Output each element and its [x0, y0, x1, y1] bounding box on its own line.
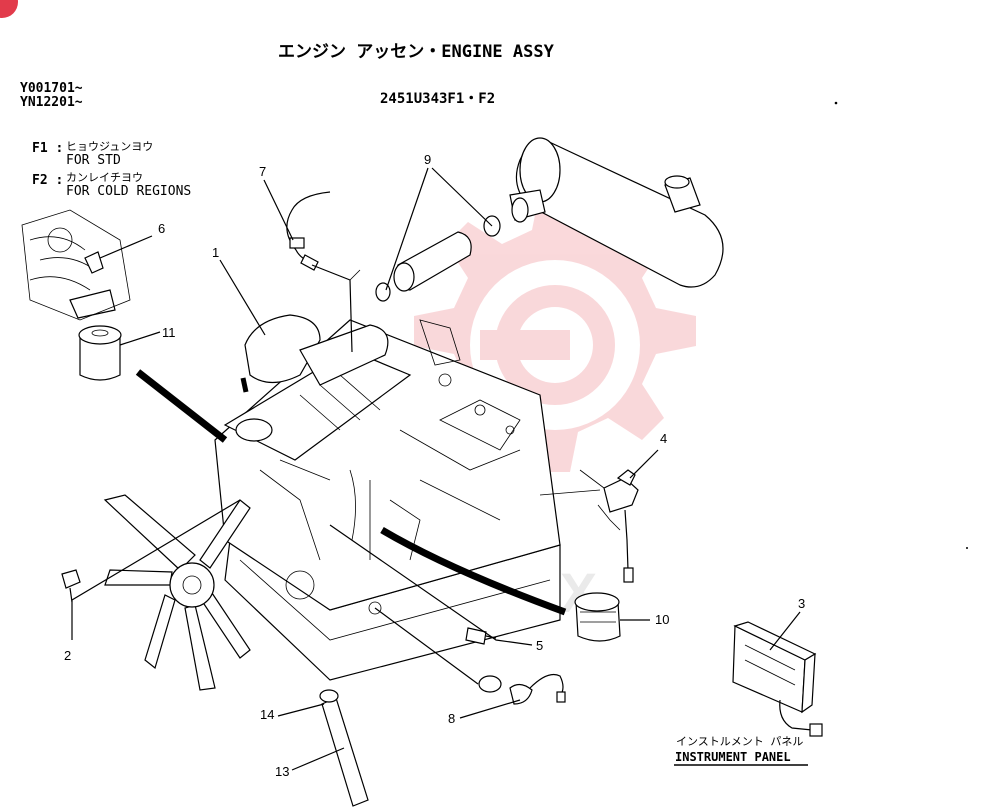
inset-oil-filter-area — [21, 209, 131, 321]
variant-f1-code: F1 : — [32, 141, 63, 156]
callout-2: 2 — [64, 648, 71, 663]
leader-line-1 — [219, 259, 266, 336]
variant-f1-en: FOR STD — [66, 153, 121, 168]
leader-line-9a — [385, 167, 429, 291]
exhaust-pipe-drawing — [375, 215, 501, 302]
callout-3: 3 — [798, 596, 805, 611]
callout-1: 1 — [212, 245, 219, 260]
variant-f2-en: FOR COLD REGIONS — [66, 184, 191, 199]
page-title: エンジン アッセン・ENGINE ASSY — [278, 42, 555, 62]
switch-5-drawing — [465, 627, 497, 645]
callout-13: 13 — [275, 764, 289, 779]
dipstick-drawing — [319, 689, 369, 807]
leader-line-2 — [71, 499, 241, 640]
callout-11: 11 — [162, 325, 176, 340]
callout-5: 5 — [536, 638, 543, 653]
variant-f1-jp: ヒョウジュンヨウ — [66, 140, 153, 153]
leader-line-11 — [119, 331, 161, 346]
callout-8: 8 — [448, 711, 455, 726]
variant-f2-jp: カンレイチヨウ — [66, 171, 143, 184]
serial-range-1: Y001701~ — [20, 81, 83, 96]
sensor-7-drawing — [286, 191, 331, 271]
instrument-panel-en: INSTRUMENT PANEL — [675, 750, 791, 764]
leader-line-4 — [629, 449, 659, 479]
leader-line-8 — [374, 607, 521, 719]
fuel-filter-10-drawing — [574, 592, 621, 642]
hose-lower — [380, 526, 567, 616]
leader-line-3 — [769, 611, 801, 651]
callout-7: 7 — [259, 164, 266, 179]
leader-line-misc — [349, 269, 605, 496]
bolt-2-drawing — [61, 569, 81, 603]
tube-left — [240, 377, 249, 393]
corner-badge — [0, 0, 18, 18]
leader-line-5 — [329, 524, 533, 646]
part-code: 2451U343F1・F2 — [380, 91, 495, 107]
scan-speck — [834, 101, 838, 105]
leader-line-13 — [291, 747, 345, 771]
muffler-drawing — [509, 137, 724, 288]
oil-filter-11-drawing — [78, 325, 122, 381]
instrument-panel-jp: インストルメント パネル — [676, 735, 803, 748]
leader-line-6 — [99, 235, 153, 259]
cooling-fan-drawing — [103, 494, 251, 691]
leader-line-9b — [431, 167, 493, 227]
scan-speck — [966, 547, 968, 549]
callout-10: 10 — [655, 612, 669, 627]
sensor-4-drawing — [597, 469, 639, 583]
callout-14: 14 — [260, 707, 274, 722]
variant-f2-code: F2 : — [32, 173, 63, 188]
callout-4: 4 — [660, 431, 667, 446]
sender-8-drawing — [478, 673, 566, 705]
hose-upper — [135, 369, 228, 443]
instrument-panel-3-drawing — [732, 621, 823, 737]
callout-6: 6 — [158, 221, 165, 236]
leader-line-14 — [277, 703, 325, 717]
callout-9: 9 — [424, 152, 431, 167]
serial-range-2: YN12201~ — [20, 95, 83, 110]
